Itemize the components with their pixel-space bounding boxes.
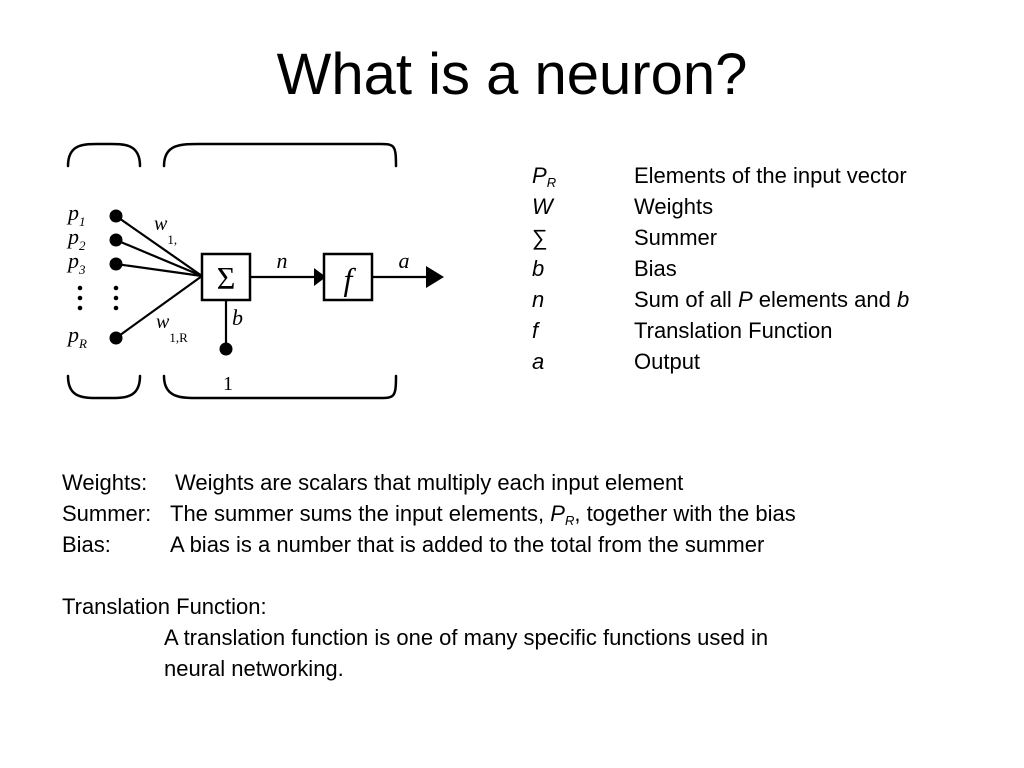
ellipsis-dot — [77, 305, 83, 311]
neuron-diagram: p1 p2 p3 pR w1, w1,R Σ f n a b 1 — [56, 138, 456, 410]
input-dot-r — [109, 331, 123, 345]
legend-symbol: PR — [532, 163, 557, 190]
weight-label-first: w1, — [154, 213, 177, 247]
note-text: Weights are scalars that multiply each i… — [175, 470, 684, 495]
legend-description: Summer — [634, 225, 718, 250]
neuron-bracket-bottom — [162, 374, 398, 400]
net-label: n — [277, 248, 288, 273]
neuron-diagram-svg: p1 p2 p3 pR w1, w1,R Σ f n a b 1 — [66, 142, 444, 400]
summer-box — [200, 252, 252, 302]
summer-symbol: Σ — [217, 260, 236, 296]
legend-symbol: W — [532, 194, 553, 219]
bias-label: b — [232, 305, 243, 330]
bias-dot — [219, 342, 233, 356]
neuron-bracket-top — [162, 142, 398, 168]
output-arrow — [426, 266, 444, 288]
legend-symbol: n — [532, 287, 545, 312]
input-line-1 — [115, 215, 203, 277]
input-line-2 — [115, 238, 203, 278]
note-text: A bias is a number that is added to the … — [170, 532, 765, 557]
note-text: A translation function is one of many sp… — [164, 625, 769, 650]
input-label-r: pR — [66, 322, 87, 351]
input-line-3 — [115, 262, 203, 278]
net-arrow — [314, 268, 326, 286]
legend-description: Elements of the input vector — [634, 163, 907, 188]
legend-symbol: b — [532, 256, 545, 281]
input-dot-2 — [109, 233, 123, 247]
input-label-1: p1 — [66, 200, 86, 229]
legend-symbol: f — [532, 318, 539, 343]
legend-description: Bias — [634, 256, 677, 281]
input-label-2: p2 — [66, 224, 86, 253]
note-label: Weights: — [62, 470, 148, 495]
input-label-3: p3 — [66, 248, 86, 277]
ellipsis-dot — [113, 295, 119, 301]
input-dot-1 — [109, 209, 123, 223]
input-line-r — [115, 275, 203, 339]
legend-description: Translation Function — [634, 318, 833, 343]
function-box — [322, 252, 374, 302]
legend-description: Weights — [634, 194, 714, 219]
note-label: Summer: — [62, 501, 152, 526]
ellipsis-dot — [77, 295, 83, 301]
input-bracket-top — [66, 142, 142, 168]
bias-input-label: 1 — [223, 373, 233, 395]
legend-symbol: ∑ — [532, 225, 548, 250]
page-title: What is a neuron? — [276, 42, 748, 107]
legend-description: Sum of all P elements and b — [634, 287, 910, 312]
weight-label-last: w1,R — [156, 311, 188, 345]
legend-symbol: a — [532, 349, 545, 374]
ellipsis-dot — [113, 285, 119, 291]
input-dot-3 — [109, 257, 123, 271]
output-label: a — [399, 248, 410, 273]
note-text: neural networking. — [164, 656, 344, 681]
input-bracket-bottom — [66, 374, 142, 400]
ellipsis-dot — [113, 305, 119, 311]
note-label: Translation Function: — [62, 594, 267, 619]
note-label: Bias: — [62, 532, 111, 557]
legend-description: Output — [634, 349, 701, 374]
ellipsis-dot — [77, 285, 83, 291]
note-text: The summer sums the input elements, PR, … — [170, 501, 796, 528]
